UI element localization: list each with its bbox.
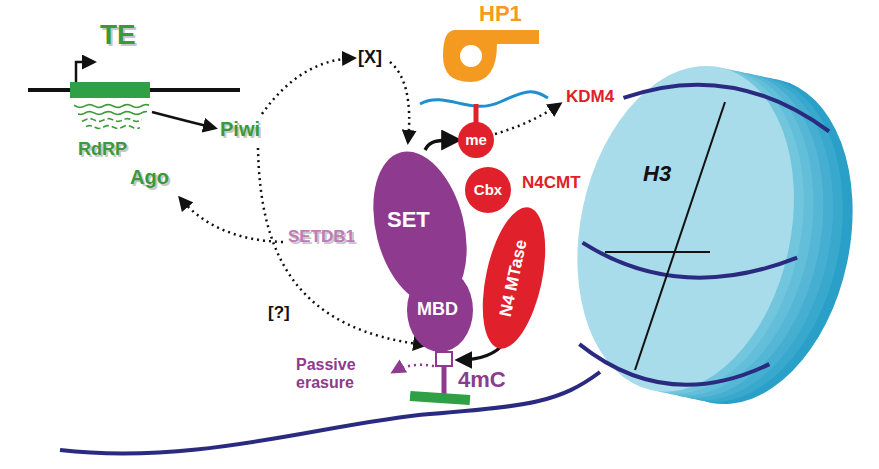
node-text: N4CMT: [522, 174, 581, 193]
small-rna-strands: [74, 105, 149, 129]
histone-core: [549, 46, 823, 412]
protein-label: Ago: [130, 166, 169, 188]
x-to-set-arrow: [390, 62, 409, 142]
h3-division-line: [635, 102, 725, 370]
transposon-gene: TE: [70, 12, 154, 102]
modification-label: 4mC: [458, 368, 506, 392]
unknown-factor-label: [X]: [358, 48, 382, 68]
hp1-shape: [443, 30, 539, 82]
rna-strand: [74, 105, 149, 108]
node-text: MBD: [417, 300, 458, 320]
node-text: H3: [643, 162, 671, 186]
hp1-protein: HP1: [425, 0, 545, 85]
hp1-pocket: [460, 45, 482, 67]
node-text: HP1: [479, 2, 522, 26]
me-to-kdm4-arrow: [495, 104, 560, 134]
methylated-base: [410, 391, 471, 405]
methyl-circle: [458, 122, 494, 158]
rna-strand: [86, 126, 140, 129]
setdb1-to-ago-arrow: [180, 198, 283, 242]
enzyme-label: KDM4: [566, 88, 614, 107]
protein-label: SETDB1: [288, 228, 355, 247]
rna-strand: [78, 112, 147, 115]
mbd-stem: [442, 364, 447, 394]
process-label: Passive erasure: [296, 356, 384, 391]
rna-strand: [82, 119, 142, 122]
methyl-mark: me: [458, 122, 494, 158]
histone-tail: [420, 92, 548, 107]
dna-wrap: [623, 66, 833, 141]
te-to-piwi-arrow: [152, 112, 215, 128]
mtase-domain: [472, 202, 557, 354]
nucleosome: H3: [575, 40, 865, 440]
unknown-factor-label: [?]: [268, 304, 290, 323]
dna-wrap: [579, 213, 797, 301]
mbd-binding-head: [436, 352, 452, 366]
enzyme-label: RdRP: [78, 140, 127, 160]
methyl-stem: [474, 104, 479, 124]
n4cmt-protein: N4CMTCbxN4 MTase: [462, 160, 592, 360]
binding-arrow: [425, 140, 458, 150]
protein-label: Piwi: [220, 118, 260, 140]
node-outline: [575, 40, 865, 440]
mbd-domain: [407, 268, 473, 352]
gene-box: [70, 82, 150, 98]
node-text: Cbx: [474, 182, 502, 199]
node-text: SET: [387, 208, 430, 232]
passive-erasure-arrow: [393, 365, 434, 372]
promoter-arrow: [76, 62, 94, 82]
node-text: TE: [100, 20, 136, 51]
node-text: me: [465, 132, 487, 149]
h3-division-line: [605, 251, 710, 253]
dna-wrap: [575, 325, 769, 404]
cbx-domain: [464, 166, 512, 214]
piwi-to-x-arrow: [262, 58, 354, 114]
